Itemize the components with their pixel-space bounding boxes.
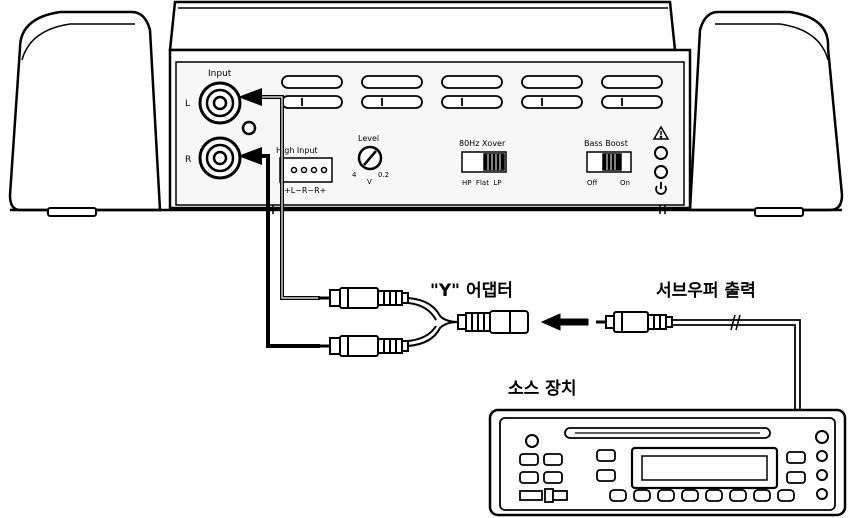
source-cable — [672, 314, 801, 410]
source-unit — [488, 408, 847, 517]
indicator-led — [241, 120, 257, 136]
xover-switch[interactable] — [461, 151, 507, 173]
bass-boost-switch[interactable] — [586, 151, 632, 173]
bass-off-label: Off — [587, 179, 598, 187]
source-unit-label: 소스 장치 — [508, 379, 576, 399]
high-input-pins: +L−R−R+ — [284, 186, 326, 195]
rca-jack-right[interactable] — [198, 136, 242, 180]
high-input-label: High Input — [276, 146, 318, 155]
left-channel-label: L — [185, 99, 190, 109]
rca-jack-left[interactable] — [198, 81, 242, 125]
subwoofer-output-label: 서브우퍼 출력 — [656, 281, 756, 301]
input-label: Input — [208, 69, 232, 79]
level-min: 4 — [352, 171, 357, 179]
xover-options: HP Flat LP — [462, 179, 502, 187]
y-adapter-label: "Y" 어댑터 — [430, 281, 513, 301]
protect-led — [654, 146, 668, 160]
warning-icon — [652, 125, 670, 140]
bass-on-label: On — [620, 179, 630, 187]
arrow-left-icon — [540, 313, 589, 331]
high-input-connector[interactable] — [279, 157, 333, 183]
arrow-left-icon — [238, 88, 262, 165]
bass-boost-label: Bass Boost — [584, 139, 628, 148]
xover-label: 80Hz Xover — [459, 139, 506, 148]
vent-slots — [281, 75, 663, 109]
level-knob[interactable] — [357, 145, 383, 171]
level-unit: V — [367, 178, 372, 186]
power-icon — [655, 182, 667, 195]
subwoofer-output-plug — [596, 311, 673, 333]
right-channel-label: R — [185, 155, 191, 165]
power-led — [654, 165, 668, 179]
y-adapter — [318, 287, 529, 357]
level-max: 0.2 — [378, 171, 389, 179]
amplifier — [8, 0, 844, 217]
rca-cables — [262, 95, 320, 348]
level-label: Level — [358, 134, 379, 143]
